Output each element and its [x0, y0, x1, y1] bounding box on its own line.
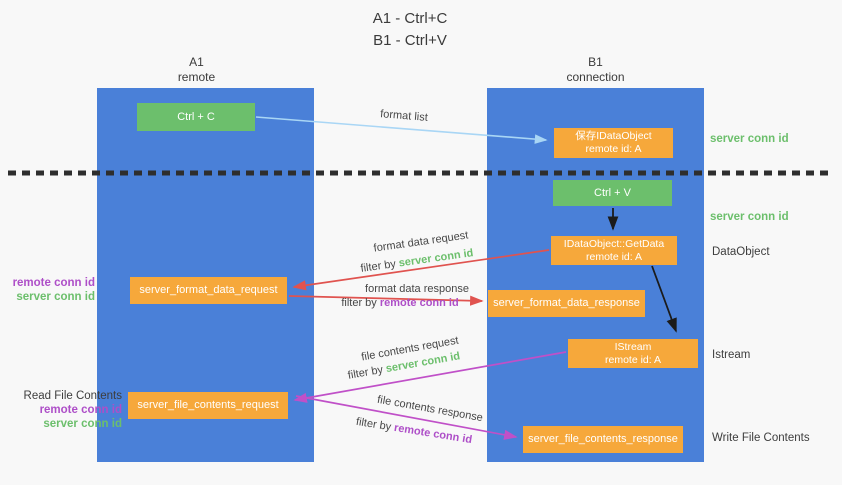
ctrl-c-box: Ctrl + C — [137, 103, 255, 131]
save-dataobject-line1: 保存IDataObject — [575, 130, 652, 142]
label-fc-response: file contents response — [376, 394, 483, 424]
left-remote-conn-id-bottom: remote conn id — [39, 404, 122, 416]
ctrl-c-label: Ctrl + C — [177, 110, 215, 123]
format-response-box: server_format_data_response — [488, 290, 645, 317]
title-line-1: A1 - Ctrl+C — [372, 10, 448, 27]
fd-request-filter-key: server conn id — [397, 247, 475, 270]
file-request-box: server_file_contents_request — [128, 392, 288, 419]
istream-box: IStream remote id: A — [568, 339, 698, 368]
file-request-label: server_file_contents_request — [137, 399, 279, 411]
title-line-2: B1 - Ctrl+V — [373, 32, 447, 49]
label-fc-response-filter: filter by remote conn id — [355, 416, 473, 446]
istream-label: Istream — [712, 349, 751, 361]
fd-response-filter-prefix: filter by — [341, 297, 380, 309]
istream-line2: remote id: A — [604, 353, 662, 366]
lifeline-b1-header: B1 connection — [487, 55, 704, 85]
fc-response-filter-key: remote conn id — [393, 421, 473, 447]
fd-response-text: format data response — [365, 283, 469, 295]
lifeline-a1-header: A1 remote — [88, 55, 305, 85]
lifeline-b1-name: B1 — [588, 55, 603, 69]
fc-response-filter-prefix: filter by — [355, 415, 396, 434]
format-request-box: server_format_data_request — [130, 277, 287, 304]
lifeline-a1-role: remote — [177, 70, 216, 84]
page-title: A1 - Ctrl+C B1 - Ctrl+V — [0, 8, 820, 52]
write-file-label: Write File Contents — [712, 432, 810, 444]
label-format-list: format list — [380, 108, 428, 124]
save-dataobject-line2: remote id: A — [585, 143, 642, 155]
format-response-label: server_format_data_response — [493, 297, 640, 309]
left-remote-conn-id-top: remote conn id — [12, 277, 95, 289]
save-dataobject-box: 保存IDataObject remote id: A — [554, 128, 673, 158]
getdata-box: IDataObject::GetData remote id: A — [551, 236, 677, 265]
format-request-label: server_format_data_request — [139, 284, 278, 296]
left-read-file-group: Read File Contents remote conn id server… — [0, 389, 122, 431]
istream-line1: IStream — [614, 340, 652, 353]
getdata-line1: IDataObject::GetData — [563, 237, 665, 250]
ctrl-v-box: Ctrl + V — [553, 180, 672, 206]
fd-response-filter-key: remote conn id — [379, 297, 459, 309]
ctrl-v-label: Ctrl + V — [594, 186, 631, 199]
read-file-label: Read File Contents — [23, 390, 122, 402]
dataobject-label: DataObject — [712, 246, 770, 258]
file-response-label: server_file_contents_response — [528, 433, 678, 445]
fc-request-filter-prefix: filter by — [346, 363, 387, 382]
server-conn-id-top: server conn id — [710, 133, 789, 145]
left-server-conn-id-top: server conn id — [16, 291, 95, 303]
server-conn-id-mid: server conn id — [710, 211, 789, 223]
lifeline-a1-name: A1 — [189, 55, 204, 69]
label-fd-response-filter: filter by remote conn id — [341, 297, 458, 309]
getdata-line2: remote id: A — [585, 250, 643, 263]
left-conn-ids-top: remote conn id server conn id — [0, 276, 95, 304]
fd-request-filter-prefix: filter by — [359, 257, 400, 275]
file-response-box: server_file_contents_response — [523, 426, 683, 453]
format-list-text: format list — [379, 108, 429, 124]
label-fd-response: format data response — [365, 283, 469, 295]
lifeline-b1-role: connection — [566, 70, 625, 84]
left-server-conn-id-bottom: server conn id — [43, 418, 122, 430]
fc-response-text: file contents response — [376, 393, 484, 425]
